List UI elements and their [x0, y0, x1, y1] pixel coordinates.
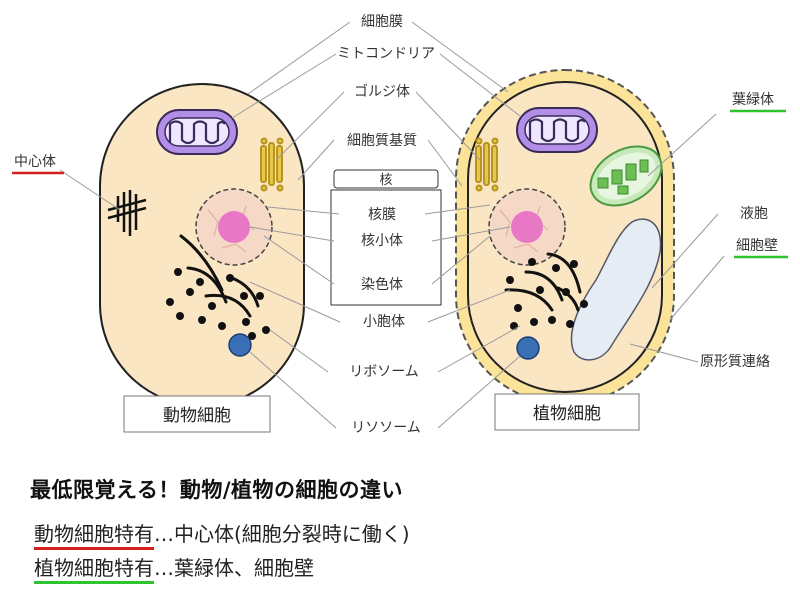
- animal-mitochondria: [156, 109, 238, 155]
- animal-nucleolus: [218, 211, 250, 243]
- animal-summary-line: 動物細胞特有…中心体(細胞分裂時に働く): [34, 518, 410, 550]
- nucleus-legend: 核: [330, 169, 442, 306]
- plant-cell: 植物細胞: [455, 69, 675, 431]
- label-er: 小胞体: [363, 314, 405, 330]
- label-golgi: ゴルジ体: [354, 83, 410, 100]
- label-ribosome: リボソーム: [349, 364, 419, 380]
- centrosome: [107, 190, 147, 236]
- animal-ribosomes: [166, 268, 270, 340]
- labels: 細胞膜 ミトコンドリア ゴルジ体 細胞質基質 核膜 核小体 染色体 小胞体 リボ…: [12, 14, 788, 436]
- label-cell-wall: 細胞壁: [736, 238, 778, 254]
- plant-er: [504, 252, 582, 312]
- plant-mitochondria: [516, 107, 598, 153]
- chloroplast: [589, 145, 663, 207]
- label-centrosome: 中心体: [14, 154, 56, 170]
- label-chromosome: 染色体: [361, 276, 403, 293]
- label-nucleolus: 核小体: [361, 233, 403, 249]
- plant-caption: 植物細胞: [533, 404, 601, 424]
- label-cell-membrane: 細胞膜: [361, 14, 403, 30]
- summary-headline: 最低限覚える！動物/植物の細胞の違い: [30, 478, 404, 502]
- plant-golgi: [475, 137, 499, 192]
- label-mitochondria: ミトコンドリア: [337, 46, 435, 62]
- animal-caption: 動物細胞: [163, 406, 231, 426]
- plant-nucleolus: [511, 211, 543, 243]
- cell-diagram: 動物細胞: [12, 14, 788, 436]
- label-plasmodesmata: 原形質連絡: [700, 354, 770, 370]
- plant-lysosome: [516, 336, 540, 360]
- label-chloroplast: 葉緑体: [732, 92, 774, 108]
- animal-specific-term: 動物細胞特有: [34, 522, 154, 550]
- animal-caption-box: [123, 395, 271, 433]
- animal-cell: 動物細胞: [99, 83, 305, 433]
- animal-er: [179, 234, 260, 318]
- leader-lines: [59, 21, 725, 429]
- label-cytoplasm-matrix: 細胞質基質: [347, 132, 417, 149]
- nucleus-box-title: 核: [379, 173, 392, 188]
- animal-golgi: [260, 137, 284, 192]
- plant-ribosomes: [506, 258, 588, 330]
- plant-caption-box: [494, 393, 640, 431]
- plant-specific-detail: …葉緑体、細胞壁: [154, 556, 314, 580]
- label-nuclear-membrane: 核膜: [368, 207, 396, 223]
- plant-summary-line: 植物細胞特有…葉緑体、細胞壁: [34, 552, 314, 584]
- animal-specific-detail: …中心体(細胞分裂時に働く): [154, 522, 410, 546]
- label-vacuole: 液胞: [740, 206, 768, 222]
- animal-lysosome: [228, 333, 252, 357]
- plant-specific-term: 植物細胞特有: [34, 556, 154, 584]
- vacuole: [570, 218, 662, 361]
- label-lysosome: リソソーム: [351, 420, 421, 436]
